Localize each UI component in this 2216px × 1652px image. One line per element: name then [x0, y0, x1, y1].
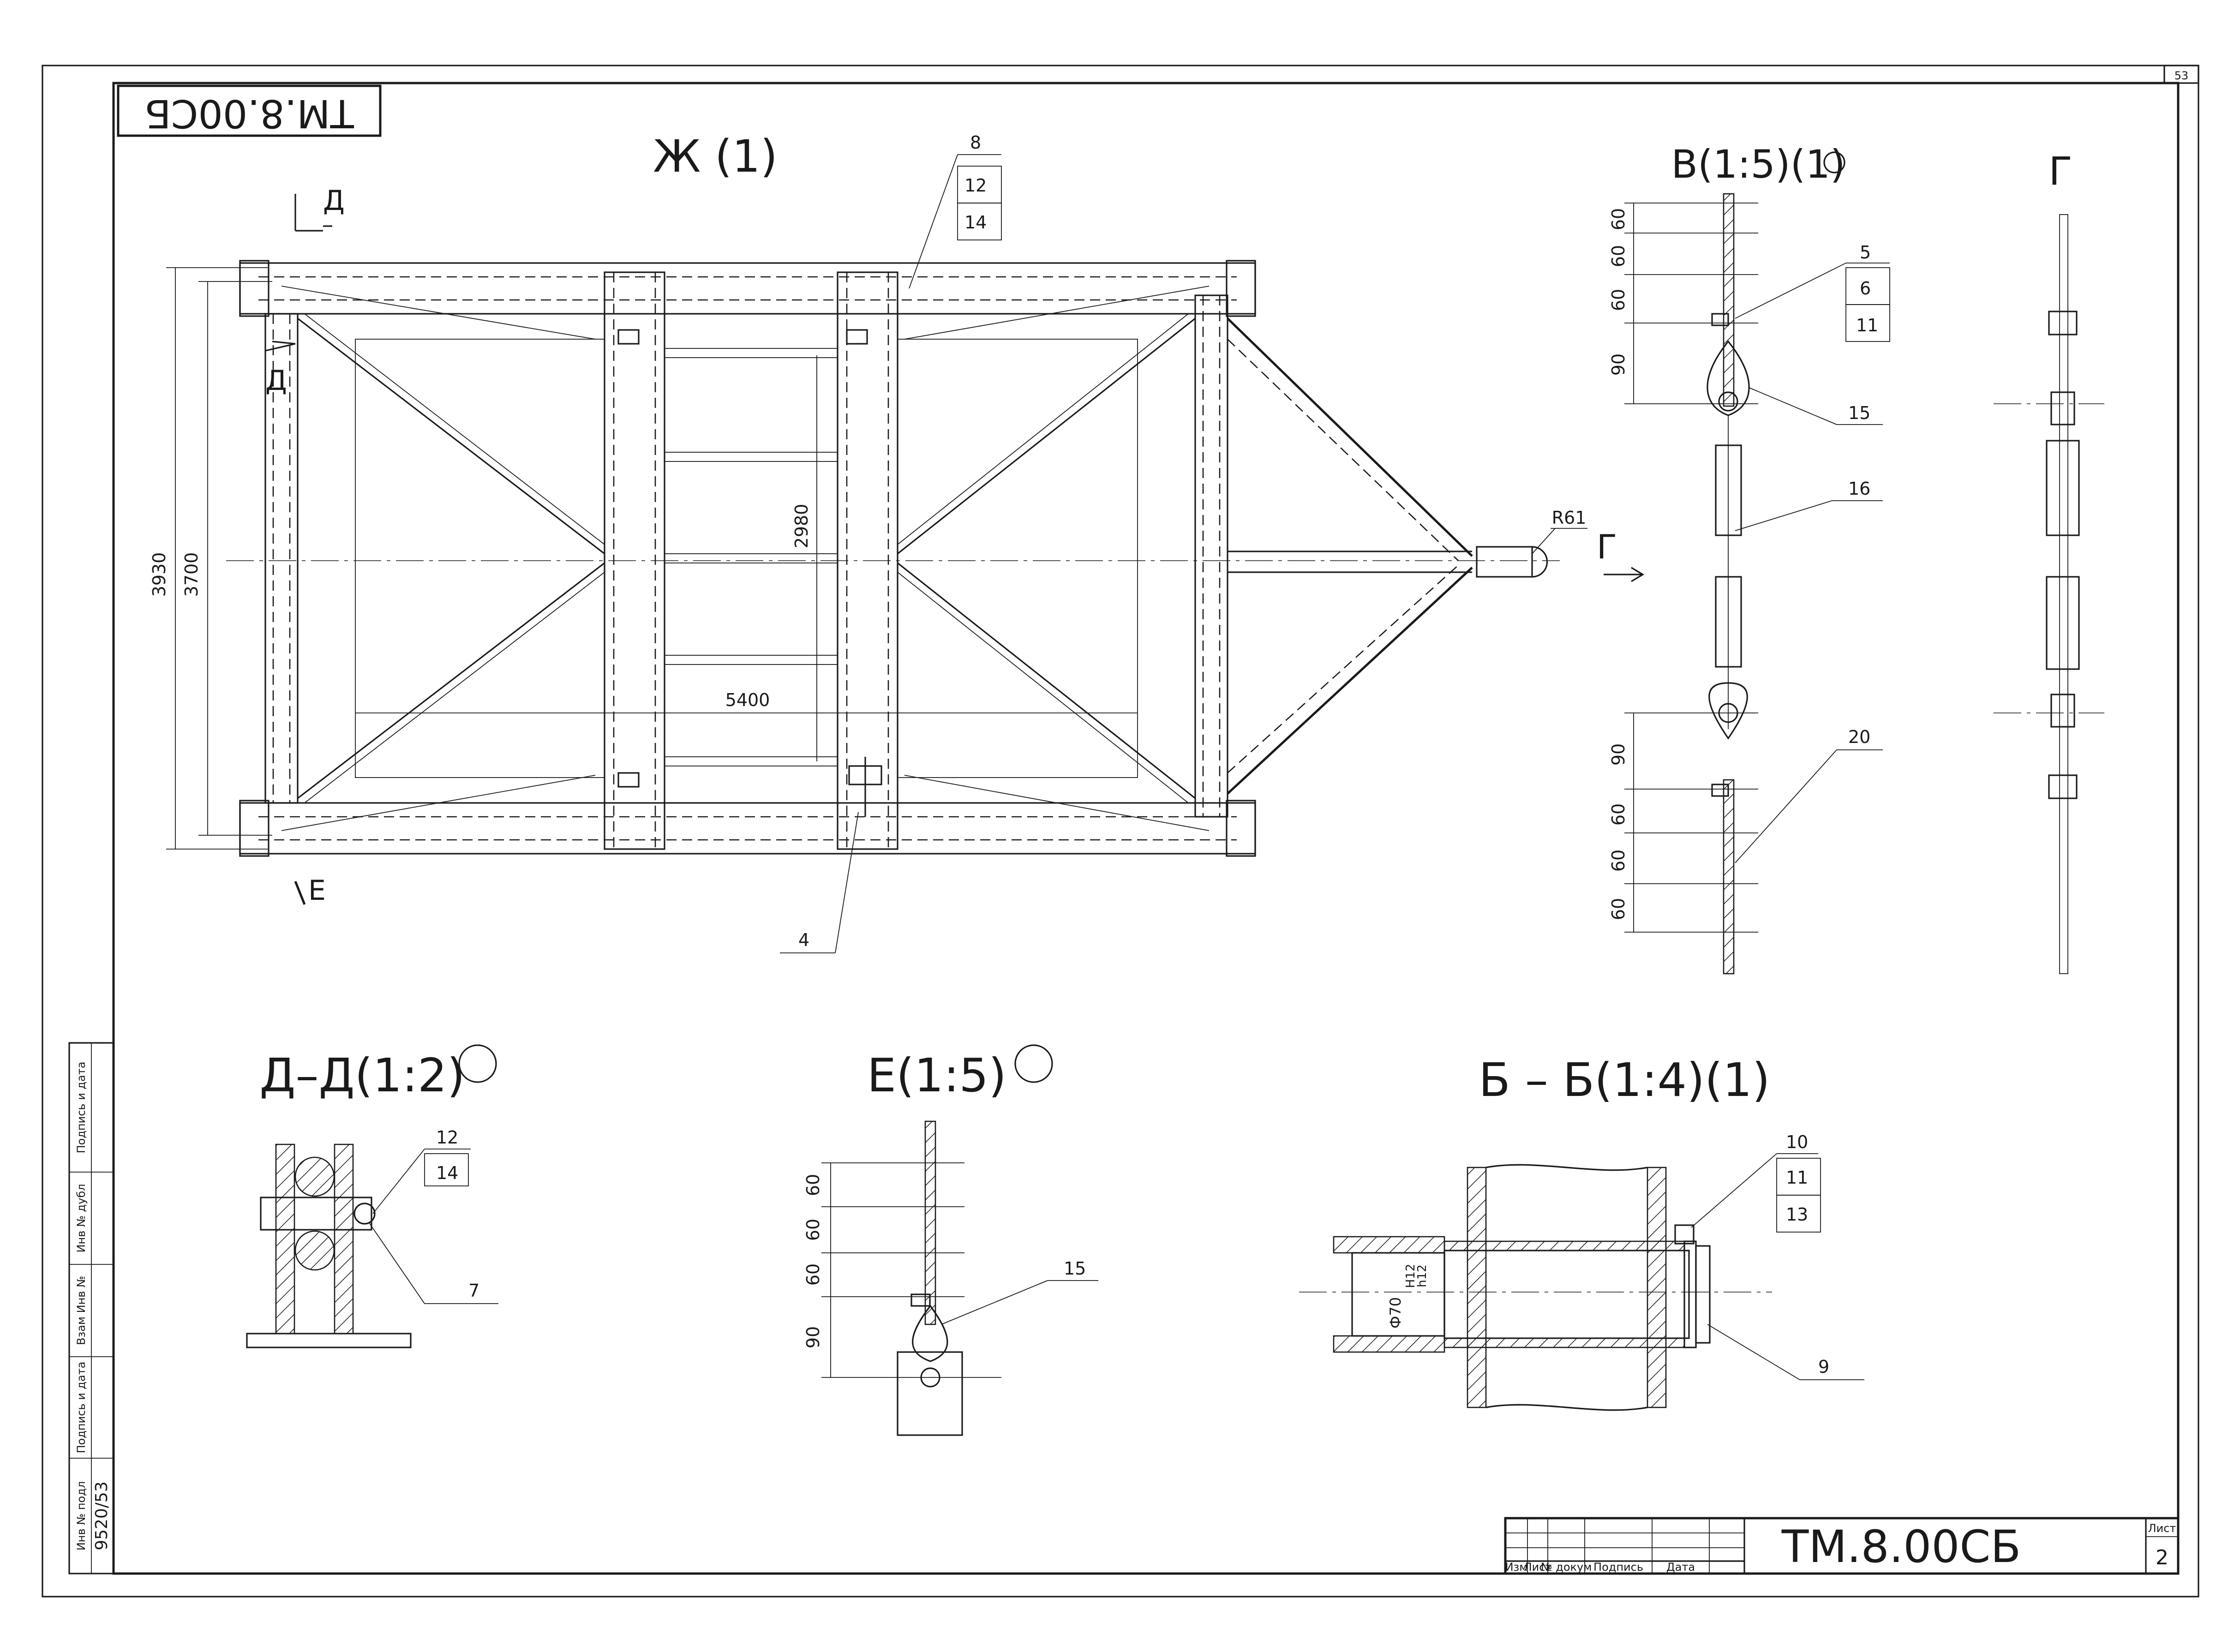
- sheet-label: Лист: [2148, 1522, 2176, 1535]
- side-stamp: Подпись и дата Инв № дубл Взам Инв № Под…: [68, 1042, 114, 1574]
- bb-callout-11: 11: [1786, 1167, 1808, 1188]
- v-dim-top-3: 60: [1608, 289, 1629, 311]
- callout-8: 8: [970, 132, 981, 153]
- corner-sheet-number: 53: [2174, 69, 2189, 82]
- v-callout-20: 20: [1848, 727, 1870, 747]
- view-dd: Д–Д(1:2) 12 14 7: [246, 1044, 498, 1348]
- e-callout-15: 15: [1064, 1258, 1086, 1279]
- view-v: В(1:5)(1) 60 60 60 90: [1608, 142, 1890, 975]
- tb-date: Дата: [1666, 1561, 1695, 1574]
- v-callout-6: 6: [1860, 278, 1871, 299]
- sheet-value: 2: [2156, 1546, 2168, 1569]
- e-dim-3: 60: [803, 1263, 823, 1286]
- bb-fit-bottom: h12: [1415, 1264, 1429, 1287]
- view-e: Е(1:5) 60 60 60 90 15: [803, 1044, 1098, 1436]
- stamp-number: 9520/53: [92, 1481, 111, 1550]
- dim-3700: 3700: [181, 552, 202, 597]
- bb-dim-diam: Ф70: [1387, 1297, 1404, 1329]
- tb-sign: Подпись: [1593, 1561, 1643, 1574]
- stamp-podpis-data-2: Подпись и дата: [75, 1362, 88, 1454]
- dim-3930: 3930: [149, 552, 169, 597]
- v-dim-top-2: 60: [1608, 245, 1629, 267]
- dd-callout-14: 14: [436, 1163, 458, 1183]
- rotated-code-box: ТМ.8.00СБ: [117, 84, 382, 137]
- stamp-inv-dubl: Инв № дубл: [75, 1184, 88, 1253]
- e-dim-1: 60: [803, 1174, 823, 1196]
- view-g: Г: [1994, 149, 2104, 974]
- title-block: Изм Лист № докум Подпись Дата ТМ.8.00СБ …: [1504, 1517, 2180, 1575]
- dim-2980: 2980: [791, 504, 812, 549]
- rotated-drawing-code: ТМ.8.00СБ: [144, 91, 354, 136]
- view-g-title: Г: [2048, 149, 2072, 194]
- dim-5400: 5400: [725, 690, 770, 710]
- v-dim-bottom-4: 60: [1608, 898, 1629, 920]
- v-dim-bottom-3: 60: [1608, 850, 1629, 872]
- main-view-title: Ж (1): [653, 131, 778, 182]
- main-view: Ж (1): [149, 131, 1645, 953]
- section-mark-e: Е: [308, 874, 326, 907]
- bb-callout-9: 9: [1818, 1357, 1829, 1377]
- dd-callout-12: 12: [436, 1127, 458, 1148]
- stamp-inv-podl: Инв № подл: [75, 1481, 88, 1550]
- view-bb: Б – Б(1:4)(1) Ф70 H12 h12 10 11 13 9: [1299, 1053, 1864, 1411]
- v-dim-bottom-2: 60: [1608, 803, 1629, 826]
- stamp-vzam-inv: Взам Инв №: [75, 1276, 88, 1345]
- e-dim-4: 90: [803, 1326, 823, 1348]
- e-dim-2: 60: [803, 1219, 823, 1241]
- dd-callout-7: 7: [468, 1281, 479, 1301]
- view-bb-title: Б – Б(1:4)(1): [1479, 1053, 1770, 1107]
- v-dim-bottom-1: 90: [1608, 743, 1629, 766]
- v-callout-16: 16: [1848, 479, 1870, 499]
- v-dim-top-4: 90: [1608, 353, 1629, 376]
- section-mark-g: Г: [1597, 527, 1617, 566]
- v-dim-top-1: 60: [1608, 208, 1629, 230]
- callout-14: 14: [964, 212, 987, 233]
- sheet-frame: 53: [42, 65, 2199, 1598]
- drawing-code: ТМ.8.00СБ: [1781, 1521, 2021, 1573]
- tb-izm: Изм: [1505, 1561, 1528, 1574]
- callout-4: 4: [798, 930, 809, 950]
- v-callout-5: 5: [1860, 242, 1871, 263]
- section-mark-d-top: Д: [323, 185, 345, 217]
- callout-12: 12: [964, 175, 987, 196]
- bb-fit-top: H12: [1404, 1264, 1418, 1288]
- v-callout-11: 11: [1856, 315, 1878, 335]
- view-dd-title: Д–Д(1:2): [259, 1048, 465, 1102]
- bb-callout-13: 13: [1786, 1204, 1808, 1225]
- v-callout-15: 15: [1848, 403, 1870, 423]
- dim-r61: R61: [1552, 508, 1587, 528]
- view-v-title: В(1:5)(1): [1671, 142, 1845, 187]
- view-e-title: Е(1:5): [867, 1048, 1006, 1102]
- section-mark-d-left: Д: [265, 365, 287, 397]
- bb-callout-10: 10: [1786, 1132, 1808, 1152]
- stamp-podpis-data-1: Подпись и дата: [75, 1062, 88, 1154]
- tb-doc: № докум: [1541, 1561, 1592, 1574]
- tb-list: Лист: [1524, 1561, 1552, 1574]
